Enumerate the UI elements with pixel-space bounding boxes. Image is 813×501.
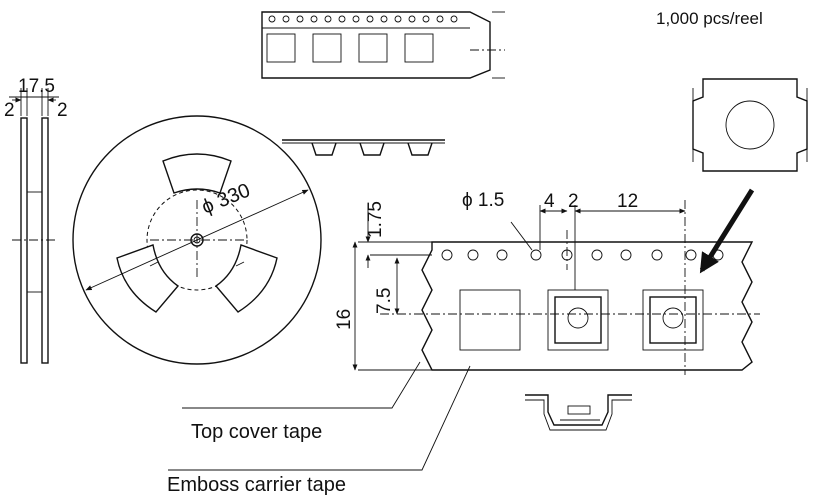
reel-side-view [9,88,59,364]
top-tape-strip [261,11,505,79]
carrier-tape-main [358,200,760,375]
flange-right-label: 2 [57,100,68,121]
leader-lines [168,361,471,471]
hole-to-pocket-label: 2 [568,191,579,212]
flange-left-label: 2 [4,100,15,121]
arrow-down-left-icon [699,188,755,274]
hole-diameter-label: ϕ 1.5 [462,190,504,211]
tape-cross-section [525,394,632,431]
pocket-offset-label: 7.5 [374,288,395,314]
flange-width-label: 17.5 [18,76,55,97]
component-detail [692,78,808,172]
carrier-tape-label: Emboss carrier tape [167,474,346,496]
reel-front-view [72,115,322,365]
cover-tape-label: Top cover tape [191,421,322,443]
tape-width-label: 16 [334,309,355,330]
quantity-label: 1,000 pcs/reel [656,9,763,28]
pocket-pitch-label: 12 [617,191,638,212]
tape-dimensions [352,205,686,371]
hole-pitch-label: 4 [544,191,555,212]
tape-side-view [282,139,445,156]
hole-edge-label: 1.75 [365,201,386,238]
